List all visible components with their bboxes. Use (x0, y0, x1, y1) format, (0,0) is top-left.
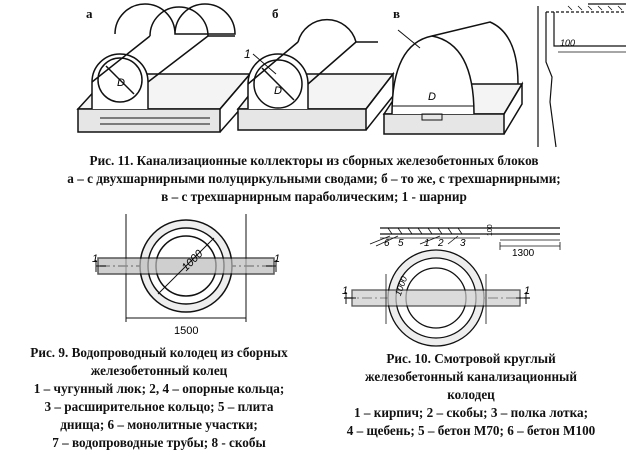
fig10-caption-line: 1 – кирпич; 2 – скобы; 3 – полка лотка; (353, 405, 589, 420)
collector-v-drawing: D (382, 21, 524, 135)
fig10-label-2: 2 (437, 238, 444, 249)
trench-section-drawing: 100 (537, 3, 626, 148)
fig11-caption-line: Рис. 11. Канализационные коллекторы из с… (89, 153, 539, 168)
fig11-label-v: в (393, 6, 401, 21)
fig10-caption-line: 4 – щебень; 5 – бетон М70; 6 – бетон М10… (346, 423, 596, 438)
fig11-caption-line: а – с двухшарнирными полуциркульными сво… (67, 171, 561, 186)
fig11-callout-1: 1 (244, 47, 251, 61)
fig9-caption-line: 3 – расширительное кольцо; 5 – плита (44, 399, 274, 414)
fig11-caption-line: в – с трехшарнирным параболическим; 1 - … (161, 189, 467, 204)
fig10-well-drawing: 6 5 1 2 3 1300 100 1000 1 1 (342, 224, 561, 347)
fig10-section-mark-right: 1 (524, 285, 530, 297)
collector-a-drawing: D (76, 3, 252, 133)
fig9-section-mark-left: 1 (92, 253, 98, 265)
fig10-label-1: 1 (424, 238, 430, 249)
fig9-caption-line: железобетонный колец (90, 363, 228, 378)
fig9-dim-1500: 1500 (174, 325, 198, 337)
fig10-label-6: 6 (384, 238, 390, 249)
fig10-dim-1300: 1300 (512, 248, 535, 259)
fig11-v-D: D (428, 91, 436, 103)
fig9-caption-line: Рис. 9. Водопроводный колодец из сборных (30, 345, 288, 360)
fig10-caption-line: железобетонный канализационный (365, 369, 577, 384)
fig9-caption-line: 7 – водопроводные трубы; 8 - скобы (52, 435, 266, 450)
fig10-caption-line: Рис. 10. Смотровой круглый (386, 351, 556, 366)
fig10-label-5: 5 (398, 238, 404, 249)
fig11-caption: Рис. 11. Канализационные коллекторы из с… (20, 152, 608, 206)
trench-dim-100: 100 (560, 38, 575, 48)
fig9-well-plan-drawing: 1000 1500 1 1 (92, 214, 280, 337)
collector-b-drawing: 1 D (236, 18, 395, 131)
fig9-caption-line: 1 – чугунный люк; 2, 4 – опорные кольца; (33, 381, 285, 396)
fig9-section-mark-right: 1 (274, 253, 280, 265)
fig10-caption-line: колодец (447, 387, 495, 402)
fig10-dim-small: 100 (487, 224, 494, 236)
fig11-label-b: б (272, 6, 279, 21)
fig10-caption: Рис. 10. Смотровой круглый железобетонны… (318, 350, 624, 440)
fig10-section-mark-left: 1 (342, 285, 348, 297)
fig11-a-D: D (117, 77, 125, 89)
fig10-label-3: 3 (460, 238, 466, 249)
fig11-b-D: D (274, 85, 282, 97)
fig9-caption: Рис. 9. Водопроводный колодец из сборных… (10, 344, 308, 452)
fig11-label-a: а (86, 6, 93, 21)
fig9-caption-line: днища; 6 – монолитные участки; (60, 417, 258, 432)
